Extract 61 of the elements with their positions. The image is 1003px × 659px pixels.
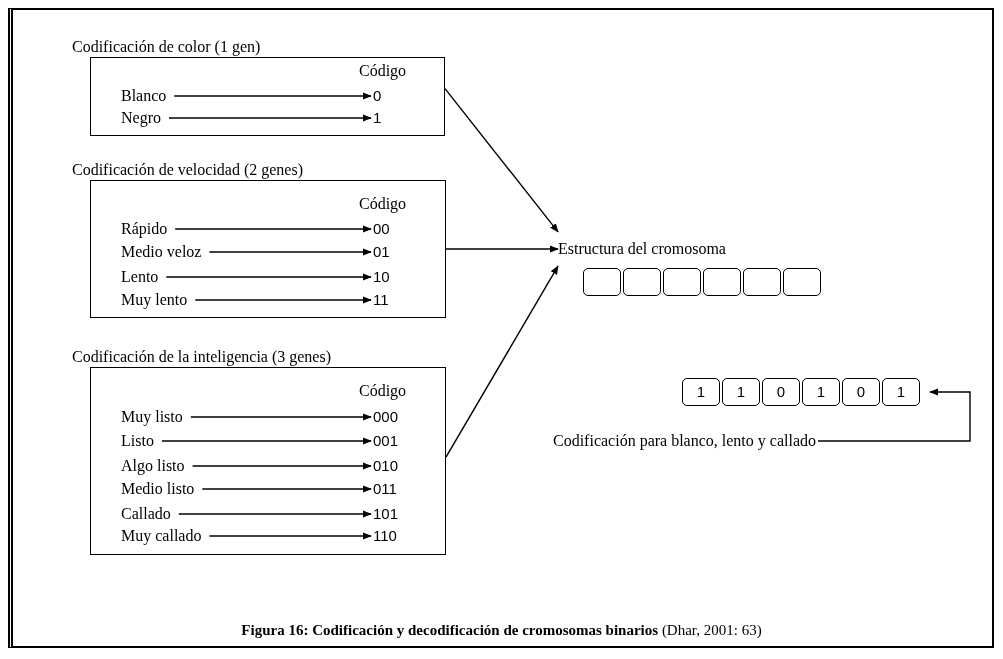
arrow [445, 245, 559, 253]
code-label: 011 [373, 480, 397, 498]
trait-label: Muy listo [121, 408, 183, 426]
arrow [445, 265, 559, 458]
text-label: Codificación para blanco, lento y callado [553, 432, 816, 450]
arrow [165, 273, 372, 281]
trait-label: Blanco [121, 87, 167, 105]
code-label: 11 [373, 291, 389, 309]
trait-label: Muy lento [121, 291, 188, 309]
gene-cell: 0 [762, 378, 800, 406]
gene-cell [583, 268, 621, 296]
column-heading: Código [359, 382, 407, 400]
leader-arrow [817, 388, 971, 442]
code-label: 00 [373, 220, 390, 238]
gene-cell: 1 [802, 378, 840, 406]
gene-cell [703, 268, 741, 296]
gene-cell [783, 268, 821, 296]
figure-caption: Figura 16: Codificación y decodificación de cromosomas binarios (Dhar, 2001: 63) [240, 622, 763, 639]
panel-heading: Codificación de color (1 gen) [72, 37, 262, 57]
code-label: 10 [373, 268, 390, 286]
arrow [168, 114, 372, 122]
gene-cell: 1 [682, 378, 720, 406]
arrow [444, 87, 559, 233]
trait-label: Negro [121, 109, 161, 127]
code-label: 000 [373, 408, 399, 426]
trait-label: Medio veloz [121, 243, 202, 261]
text-label: Estructura del cromosoma [558, 230, 726, 268]
trait-label: Medio listo [121, 480, 195, 498]
arrow [174, 225, 372, 233]
column-heading: Código [359, 195, 407, 213]
code-label: 110 [373, 527, 397, 545]
code-label: 1 [373, 109, 382, 127]
arrow [173, 92, 372, 100]
trait-label: Callado [121, 505, 171, 523]
arrow [201, 485, 372, 493]
code-label: 010 [373, 457, 399, 475]
arrow [161, 437, 372, 445]
arrow [208, 532, 372, 540]
code-label: 0 [373, 87, 382, 105]
gene-cell [663, 268, 701, 296]
code-label: 001 [373, 432, 399, 450]
code-label: 01 [373, 243, 390, 261]
code-label: 101 [373, 505, 399, 523]
arrow [194, 296, 372, 304]
panel-heading: Codificación de velocidad (2 genes) [72, 160, 305, 180]
gene-cell: 1 [722, 378, 760, 406]
arrow [190, 413, 372, 421]
trait-label: Rápido [121, 220, 168, 238]
gene-cell: 0 [842, 378, 880, 406]
panel-heading: Codificación de la inteligencia (3 genes) [72, 347, 332, 367]
column-heading: Código [359, 62, 407, 80]
trait-label: Muy callado [121, 527, 202, 545]
trait-label: Algo listo [121, 457, 185, 475]
gene-cell: 1 [882, 378, 920, 406]
gene-cell [743, 268, 781, 296]
trait-label: Lento [121, 268, 159, 286]
arrow [191, 462, 372, 470]
arrow [208, 248, 372, 256]
trait-label: Listo [121, 432, 154, 450]
arrow [178, 510, 372, 518]
gene-cell [623, 268, 661, 296]
